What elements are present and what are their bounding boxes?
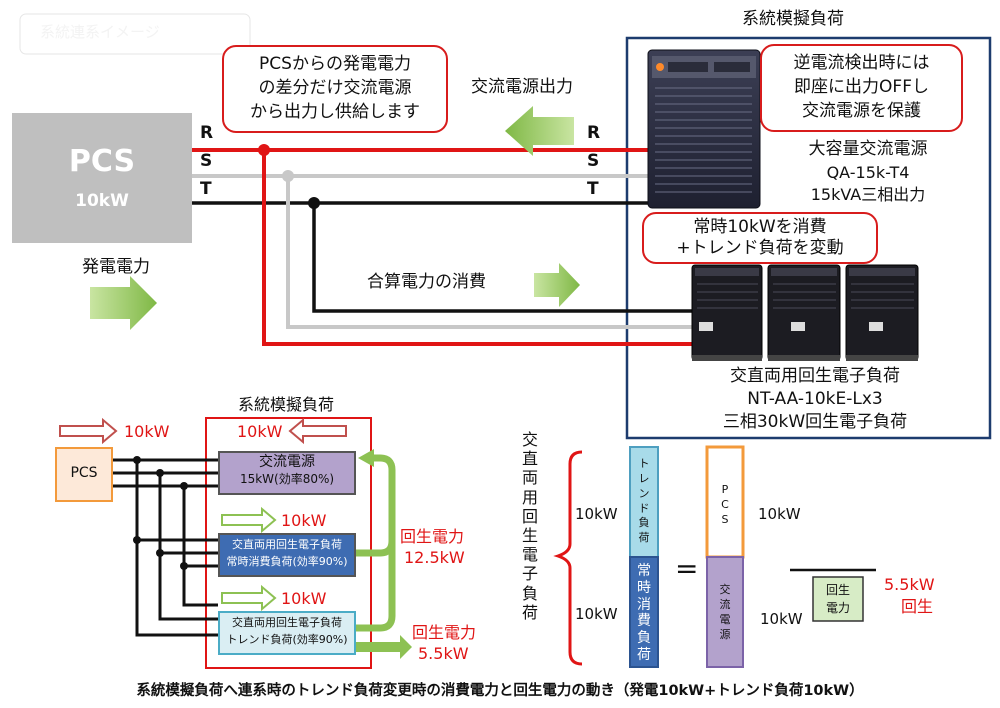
constant-bar-label: 常時消費負荷: [637, 563, 651, 663]
drop-s: [286, 176, 700, 329]
ac-output-label: 交流電源出力: [471, 77, 573, 97]
lower-ac-box: [218, 451, 356, 495]
load-note-line-1: 常時10kWを消費: [693, 217, 827, 237]
lower-pcs-label: PCS: [70, 465, 98, 481]
regen2-arrow: [356, 635, 412, 659]
node-r: [258, 144, 270, 156]
top-tab-label[interactable]: 系統連系イメージ: [40, 23, 160, 41]
lower-system-frame: [205, 417, 372, 669]
lower-ac-box-line-2: 15kW(効率80%): [239, 472, 335, 486]
pcs-rating: 10kW: [75, 191, 129, 211]
lower-ac-in-label: 10kW: [237, 422, 283, 441]
lower-load2-box-line-2: トレンド負荷(効率90%): [226, 633, 348, 646]
load-note-callout: 常時10kWを消費 +トレンド負荷を変動: [642, 212, 878, 264]
pcs-block: [12, 113, 192, 243]
pcs-output-arrow: [59, 417, 118, 445]
lower-pcs-box: [55, 447, 113, 502]
consumption-arrow: [534, 263, 580, 307]
trend-bar: [629, 446, 659, 558]
regen1-label-1: 回生電力: [400, 527, 465, 546]
phase-r-left: R: [200, 123, 214, 143]
constant-bar: [629, 556, 659, 668]
phase-t-right: T: [587, 179, 599, 199]
phase-s-left: S: [200, 151, 213, 171]
lower-ac-box-line-1: 交流電源: [259, 454, 315, 470]
figure-caption: 系統模擬負荷へ連系時のトレンド負荷変更時の消費電力と回生電力の動き（発電10kW…: [136, 683, 864, 699]
lower-load1-arrow-label: 10kW: [281, 511, 327, 530]
drop-t: [312, 203, 700, 313]
pcs-bar-label: PCS: [721, 483, 729, 526]
ac-source-vents: [655, 87, 752, 193]
regen-box-text: 回生電力: [825, 583, 850, 615]
regen-box-label: 回生電力: [813, 581, 863, 617]
electronic-load-name: 交直両用回生電子負荷: [730, 366, 900, 386]
pcs-note-line-1: PCSからの発電電力: [259, 54, 411, 74]
load1-arrow: [221, 506, 277, 534]
regen2-label-2: 5.5kW: [418, 644, 469, 663]
system-load-title: 系統模擬負荷: [742, 9, 844, 29]
regen-value-2: 回生: [901, 597, 934, 616]
ac-bar-value: 10kW: [760, 610, 803, 628]
reverse-note-callout: 逆電流検出時には 即座に出力OFFし 交流電源を保護: [760, 44, 963, 132]
electronic-load-vents: [697, 283, 914, 309]
lower-load1-box-line-2: 常時消費負荷(効率90%): [226, 555, 348, 568]
pcs-title: PCS: [68, 144, 136, 179]
regen1-label-2: 12.5kW: [404, 548, 465, 567]
lower-bus-wires: [113, 458, 218, 637]
balance-equals: =: [675, 552, 699, 585]
electronic-load-model: NT-AA-10kE-Lx3: [747, 389, 883, 409]
pcs-bar: [705, 445, 745, 559]
regen2-label-1: 回生電力: [412, 623, 477, 642]
lower-bus-nodes: [133, 456, 188, 570]
regen-value-1: 5.5kW: [884, 575, 935, 594]
balance-vertical-title: 交直両用回生電子負荷: [521, 430, 538, 622]
balance-top-value: 10kW: [575, 505, 618, 523]
ac-output-arrow: [505, 106, 574, 156]
ac-source-spec: 15kVA三相出力: [810, 185, 926, 204]
electronic-load-spec: 三相30kW回生電子負荷: [722, 412, 908, 432]
reverse-note-line-1: 逆電流検出時には: [793, 53, 930, 73]
regen1-head: [358, 449, 374, 467]
ac-source-name: 大容量交流電源: [808, 139, 928, 159]
regen-merge-path: [356, 472, 396, 632]
drop-r: [262, 150, 700, 346]
balance-bottom-value: 10kW: [575, 605, 618, 623]
phase-t-left: T: [200, 179, 212, 199]
ac-source-model: QA-15k-T4: [826, 163, 910, 182]
system-load-frame: [625, 36, 992, 440]
lower-system-title: 系統模擬負荷: [238, 395, 335, 414]
phase-s-right: S: [587, 151, 600, 171]
pcs-note-callout: PCSからの発電電力 の差分だけ交流電源 から出力し供給します: [222, 45, 448, 133]
lower-load1-box-line-1: 交直両用回生電子負荷: [232, 538, 342, 551]
gen-power-label: 発電電力: [82, 257, 150, 277]
lower-pcs-out-label: 10kW: [124, 422, 170, 441]
sum-consumption-label: 合算電力の消費: [367, 272, 486, 292]
ac-bar-label: 交流電源: [719, 583, 731, 641]
regen-box-shape: [812, 576, 864, 622]
pcs-bar-value: 10kW: [758, 505, 801, 523]
ac-input-arrow: [288, 417, 347, 445]
reverse-note-line-2: 即座に出力OFFし: [794, 76, 929, 97]
lower-load2-box: [218, 611, 356, 655]
node-t: [308, 197, 320, 209]
regen1-path: [356, 454, 396, 557]
electronic-load-image: [691, 264, 919, 361]
gen-power-arrow: [90, 276, 157, 330]
load2-arrow: [221, 584, 277, 612]
pcs-note-line-2: の差分だけ交流電源: [258, 77, 412, 98]
ac-bar: [706, 556, 744, 668]
balance-brace: [553, 450, 583, 666]
lower-load1-box: [218, 533, 356, 577]
trend-bar-label: トレンド負荷: [638, 457, 650, 545]
lower-load2-arrow-label: 10kW: [281, 589, 327, 608]
phase-r-right: R: [587, 123, 601, 143]
lower-load2-box-line-1: 交直両用回生電子負荷: [232, 616, 342, 629]
node-s: [282, 170, 294, 182]
pcs-note-line-3: から出力し供給します: [250, 101, 420, 122]
top-tab-shape: [19, 13, 251, 55]
reverse-note-line-3: 交流電源を保護: [802, 100, 921, 121]
load-note-line-2: +トレンド負荷を変動: [676, 238, 844, 259]
